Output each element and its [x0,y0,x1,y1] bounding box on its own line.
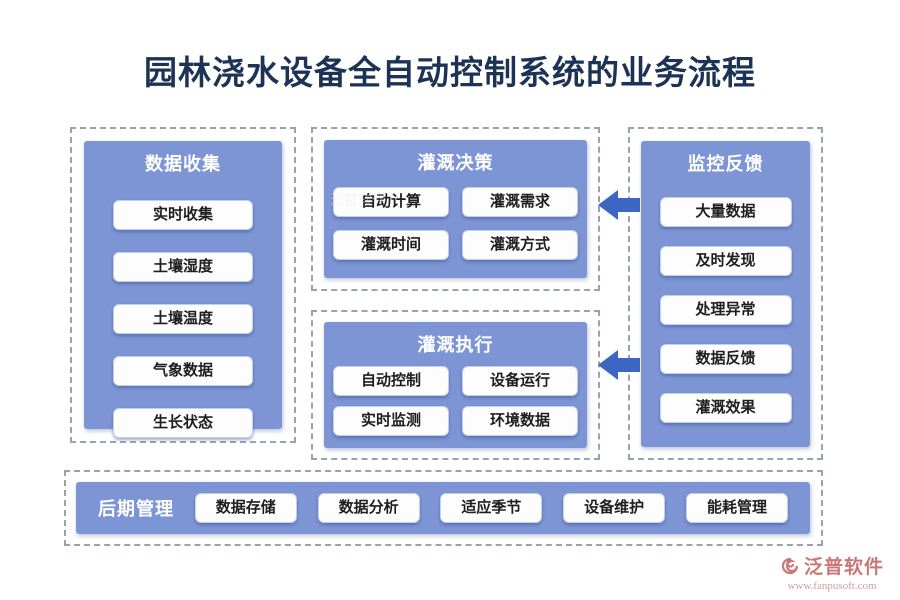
monitoring-feedback-panel: 监控反馈 大量数据 及时发现 处理异常 数据反馈 灌溉效果 [641,141,810,447]
flow-item: 灌溉需求 [462,187,578,217]
flow-item: 生长状态 [113,408,253,438]
flow-item: 实时监测 [333,406,449,436]
flow-item: 自动计算 [333,187,449,217]
brand-url: www.fanpusoft.com [787,580,877,592]
page-title: 园林浇水设备全自动控制系统的业务流程 [144,56,756,92]
flow-item: 土壤温度 [113,304,253,334]
flow-item: 大量数据 [659,197,792,227]
flow-item: 灌溉时间 [333,230,449,260]
flow-item: 设备运行 [462,366,578,396]
irrigation-decision-panel: 灌溉决策 自动计算 灌溉需求 灌溉时间 灌溉方式 [324,140,587,278]
flow-item: 环境数据 [462,406,578,436]
panel-title: 后期管理 [98,499,174,519]
arrow-left-to-execution-icon [598,350,640,380]
irrigation-execution-panel: 灌溉执行 自动控制 设备运行 实时监测 环境数据 [324,322,587,448]
flow-item: 及时发现 [659,246,792,276]
flow-item: 能耗管理 [685,493,788,523]
flow-item: 数据分析 [317,493,420,523]
flow-item: 适应季节 [440,493,543,523]
brand-name: 泛普软件 [803,557,884,578]
panel-title: 监控反馈 [687,154,764,174]
brand-watermark: 泛普软件 www.fanpusoft.com [780,552,884,592]
flow-item: 气象数据 [113,356,253,386]
fanpu-logo-icon [781,557,799,574]
flow-item: 灌溉效果 [659,393,792,423]
panel-title: 灌溉决策 [417,153,494,173]
panel-title: 数据收集 [145,154,221,174]
arrow-left-to-decision-icon [598,190,640,220]
flow-item: 设备维护 [563,493,666,523]
flow-item: 数据存储 [194,493,297,523]
flow-item: 自动控制 [333,366,449,396]
panel-title: 灌溉执行 [417,335,494,355]
data-collection-panel: 数据收集 实时收集 土壤湿度 土壤温度 气象数据 生长状态 [84,141,282,438]
flow-item: 处理异常 [659,295,792,325]
flow-item: 灌溉方式 [462,230,578,260]
flow-item: 数据反馈 [659,344,792,374]
flow-item: 实时收集 [113,200,253,230]
flow-item: 土壤湿度 [113,252,253,282]
later-management-panel: 后期管理 数据存储 数据分析 适应季节 设备维护 能耗管理 [76,482,810,534]
